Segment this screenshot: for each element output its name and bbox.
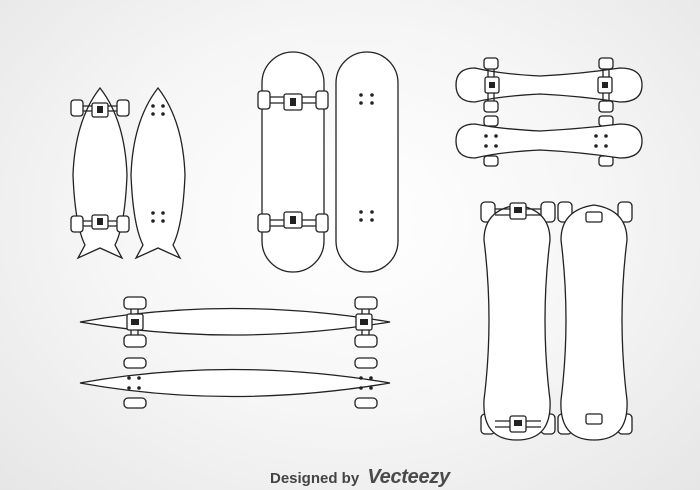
designer-credit: Designed by Vecteezy <box>270 466 450 489</box>
drop-through-longboard-bottom <box>480 201 556 441</box>
pintail-longboard-top <box>79 357 391 409</box>
rear-truck <box>70 214 130 233</box>
penny-board-bottom <box>455 57 643 113</box>
penny-board-top <box>455 115 643 167</box>
vecteezy-logo: Vecteezy <box>367 466 450 488</box>
fishtail-cruiser-bottom <box>70 86 130 260</box>
pintail-longboard-bottom <box>79 296 391 348</box>
popsicle-skateboard-bottom <box>257 51 329 273</box>
credit-prefix: Designed by <box>270 470 360 487</box>
popsicle-skateboard-top <box>335 51 399 273</box>
front-truck <box>70 99 130 118</box>
fishtail-cruiser-top <box>130 86 186 260</box>
drop-through-longboard-top <box>557 201 633 441</box>
